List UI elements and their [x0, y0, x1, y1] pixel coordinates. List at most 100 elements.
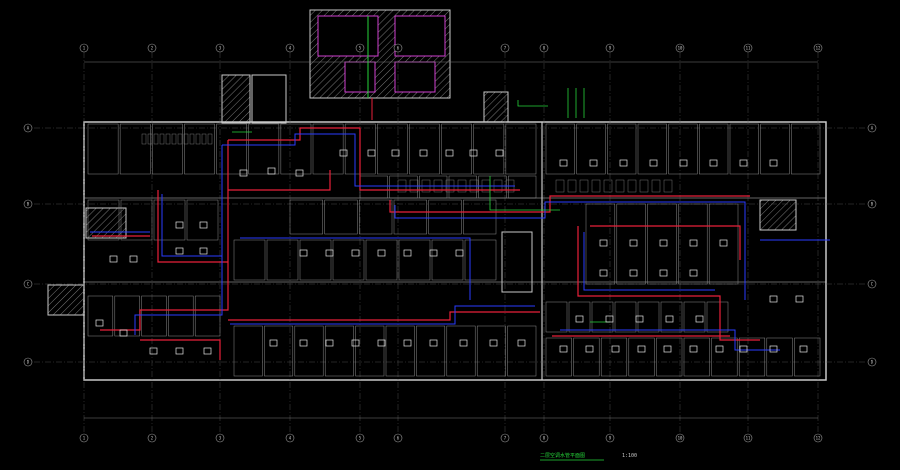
fan-coil-unit	[649, 159, 658, 167]
room	[280, 123, 312, 175]
room	[359, 175, 388, 199]
room	[708, 203, 739, 285]
fan-coil-unit	[629, 269, 638, 277]
fan-coil-unit	[599, 239, 608, 247]
room	[476, 325, 506, 377]
fan-coil-unit	[119, 329, 128, 337]
room-partitions	[87, 123, 821, 377]
axis-bubble	[147, 43, 157, 53]
room	[419, 175, 448, 199]
room	[87, 123, 119, 175]
axis-label: D	[871, 360, 874, 365]
room	[791, 123, 821, 175]
room	[377, 123, 408, 175]
fan-coil-unit	[95, 319, 104, 327]
axis-label: 12	[816, 436, 821, 441]
fan-coil-unit	[629, 239, 638, 247]
axis-bubble	[539, 43, 549, 53]
axis-bubble	[500, 433, 510, 443]
room	[616, 203, 646, 285]
room	[699, 123, 729, 175]
room	[359, 199, 393, 235]
room	[409, 123, 440, 175]
room	[355, 325, 385, 377]
axis-bubble	[743, 43, 753, 53]
room	[152, 123, 183, 175]
axis-bubble	[867, 279, 877, 289]
room	[216, 123, 247, 175]
axis-label: 8	[543, 46, 546, 51]
fixture	[165, 133, 171, 145]
room	[637, 123, 667, 175]
axis-bubble	[393, 433, 403, 443]
room	[607, 123, 637, 175]
room	[545, 123, 575, 175]
fan-coil-unit	[715, 345, 724, 353]
axis-bubble	[813, 433, 823, 443]
drawing-caption: 二层空调水管平面图	[540, 452, 585, 459]
axis-bubble	[393, 43, 403, 53]
room	[711, 337, 738, 377]
axis-label: C	[27, 282, 30, 287]
axis-label: 1	[83, 46, 86, 51]
fixture	[567, 179, 577, 193]
room	[794, 337, 821, 377]
fan-coil-unit	[419, 149, 428, 157]
room	[464, 239, 497, 281]
axis-bubble	[23, 279, 33, 289]
room	[428, 199, 462, 235]
axis-label: 12	[816, 46, 821, 51]
fan-coil-unit	[175, 347, 184, 355]
fan-coil-unit	[659, 269, 668, 277]
room	[233, 325, 263, 377]
room	[294, 325, 324, 377]
axis-label: 2	[151, 436, 154, 441]
fan-coil-unit	[199, 221, 208, 229]
hatched-shaft	[47, 284, 85, 316]
fan-coil-unit	[559, 345, 568, 353]
fixture	[183, 133, 189, 145]
room	[683, 301, 706, 333]
return-pipe-network	[90, 133, 830, 351]
fan-coil-unit	[665, 315, 674, 323]
room	[660, 301, 683, 333]
axis-bubble	[215, 433, 225, 443]
axis-bubble	[355, 43, 365, 53]
room	[729, 123, 759, 175]
fan-coil-unit	[339, 149, 348, 157]
fan-coil-unit	[199, 247, 208, 255]
room	[766, 337, 793, 377]
room	[683, 337, 710, 377]
axis-label: 6	[397, 46, 400, 51]
room	[473, 123, 505, 175]
fan-coil-unit	[239, 169, 248, 177]
axis-bubble	[23, 199, 33, 209]
fan-coil-unit	[695, 315, 704, 323]
room	[324, 325, 354, 377]
room	[87, 199, 120, 241]
room	[431, 239, 464, 281]
room	[614, 301, 637, 333]
room	[120, 199, 153, 241]
fan-coil-unit	[367, 149, 376, 157]
fan-coil-unit	[637, 345, 646, 353]
axis-bubble	[867, 123, 877, 133]
fan-coil-unit	[689, 345, 698, 353]
fan-coil-unit	[129, 255, 138, 263]
room	[568, 301, 591, 333]
fan-coil-unit	[739, 159, 748, 167]
axis-label: 8	[543, 436, 546, 441]
fixture	[189, 133, 195, 145]
axis-label: B	[27, 202, 30, 207]
fan-coil-unit	[351, 339, 360, 347]
building-outline	[83, 121, 827, 381]
hatched-shaft	[221, 74, 251, 124]
axis-label: B	[871, 202, 874, 207]
fan-coil-unit	[429, 339, 438, 347]
condensate-pipe-network	[232, 88, 610, 323]
axis-grid	[34, 52, 866, 440]
axis-bubble	[813, 43, 823, 53]
room	[248, 123, 280, 175]
fan-coil-unit	[299, 339, 308, 347]
